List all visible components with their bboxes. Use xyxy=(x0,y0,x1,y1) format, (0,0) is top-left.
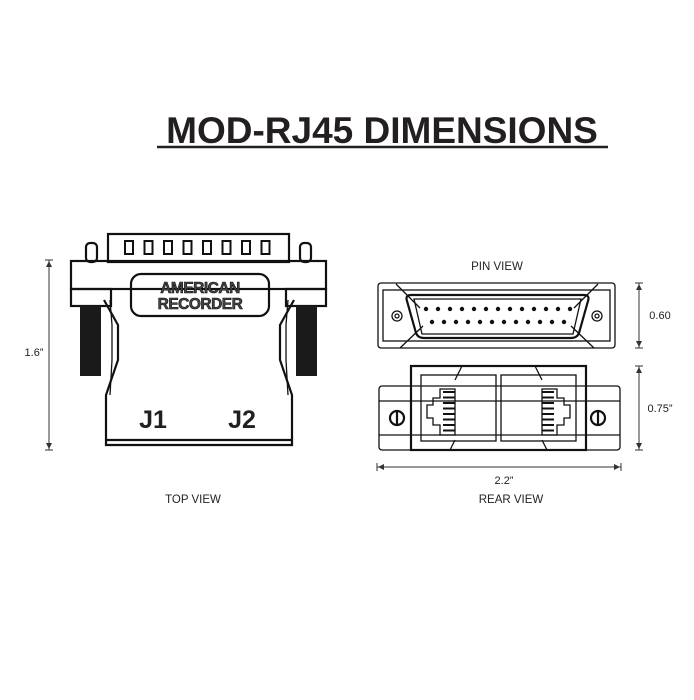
pin-hole xyxy=(465,319,471,325)
width-dimension-rear-view xyxy=(376,463,622,471)
height-dimension-pin-view xyxy=(635,282,643,349)
pin-hole xyxy=(543,306,549,312)
pin-hole xyxy=(423,306,429,312)
pin-hole xyxy=(519,306,525,312)
pin-hole xyxy=(477,319,483,325)
pin-hole xyxy=(459,306,465,312)
pin-hole xyxy=(435,306,441,312)
pin-hole xyxy=(483,306,489,312)
pin-hole xyxy=(531,306,537,312)
pin-hole xyxy=(507,306,513,312)
pin-view-height-label: 0.60 xyxy=(649,310,670,322)
pin-hole xyxy=(471,306,477,312)
logo-line-1: AMERICAN xyxy=(160,280,240,297)
rear-view-width-label: 2.2” xyxy=(495,475,514,487)
rear-view-drawing xyxy=(378,364,621,452)
pin-hole xyxy=(555,306,561,312)
pin-hole xyxy=(489,319,495,325)
pin-slot xyxy=(241,240,251,255)
pin-hole xyxy=(495,306,501,312)
pin-hole xyxy=(453,319,459,325)
pin-hole xyxy=(429,319,435,325)
pin-hole xyxy=(447,306,453,312)
page-title: MOD-RJ45 DIMENSIONS xyxy=(166,110,598,151)
top-view-drawing: AMERICAN RECORDER J1 J2 xyxy=(69,232,328,447)
pin-slot xyxy=(221,240,232,255)
pin-hole xyxy=(441,319,447,325)
pin-hole xyxy=(561,319,567,325)
rear-view-label: REAR VIEW xyxy=(479,494,544,506)
height-dimension-top-view xyxy=(45,259,53,451)
pin-hole xyxy=(513,319,519,325)
pin-view-drawing xyxy=(377,282,616,349)
top-view-label: TOP VIEW xyxy=(165,494,221,506)
pin-slot xyxy=(202,240,212,255)
top-view-height-label: 1.6” xyxy=(25,347,44,359)
pin-hole xyxy=(567,306,573,312)
height-dimension-rear-view xyxy=(635,365,643,451)
pin-view-label: PIN VIEW xyxy=(471,261,523,273)
rear-view-height-label: 0.75” xyxy=(647,403,672,415)
pin-slot xyxy=(124,240,134,255)
pin-hole xyxy=(501,319,507,325)
pin-slot xyxy=(260,240,271,255)
pin-slot xyxy=(143,240,154,255)
pin-hole xyxy=(549,319,555,325)
pin-hole xyxy=(537,319,543,325)
logo-line-2: RECORDER xyxy=(158,296,243,313)
port-label-j2: J2 xyxy=(228,406,256,434)
pin-hole xyxy=(525,319,531,325)
pin-slot xyxy=(182,240,193,255)
port-label-j1: J1 xyxy=(139,406,167,434)
pin-slot xyxy=(163,240,173,255)
